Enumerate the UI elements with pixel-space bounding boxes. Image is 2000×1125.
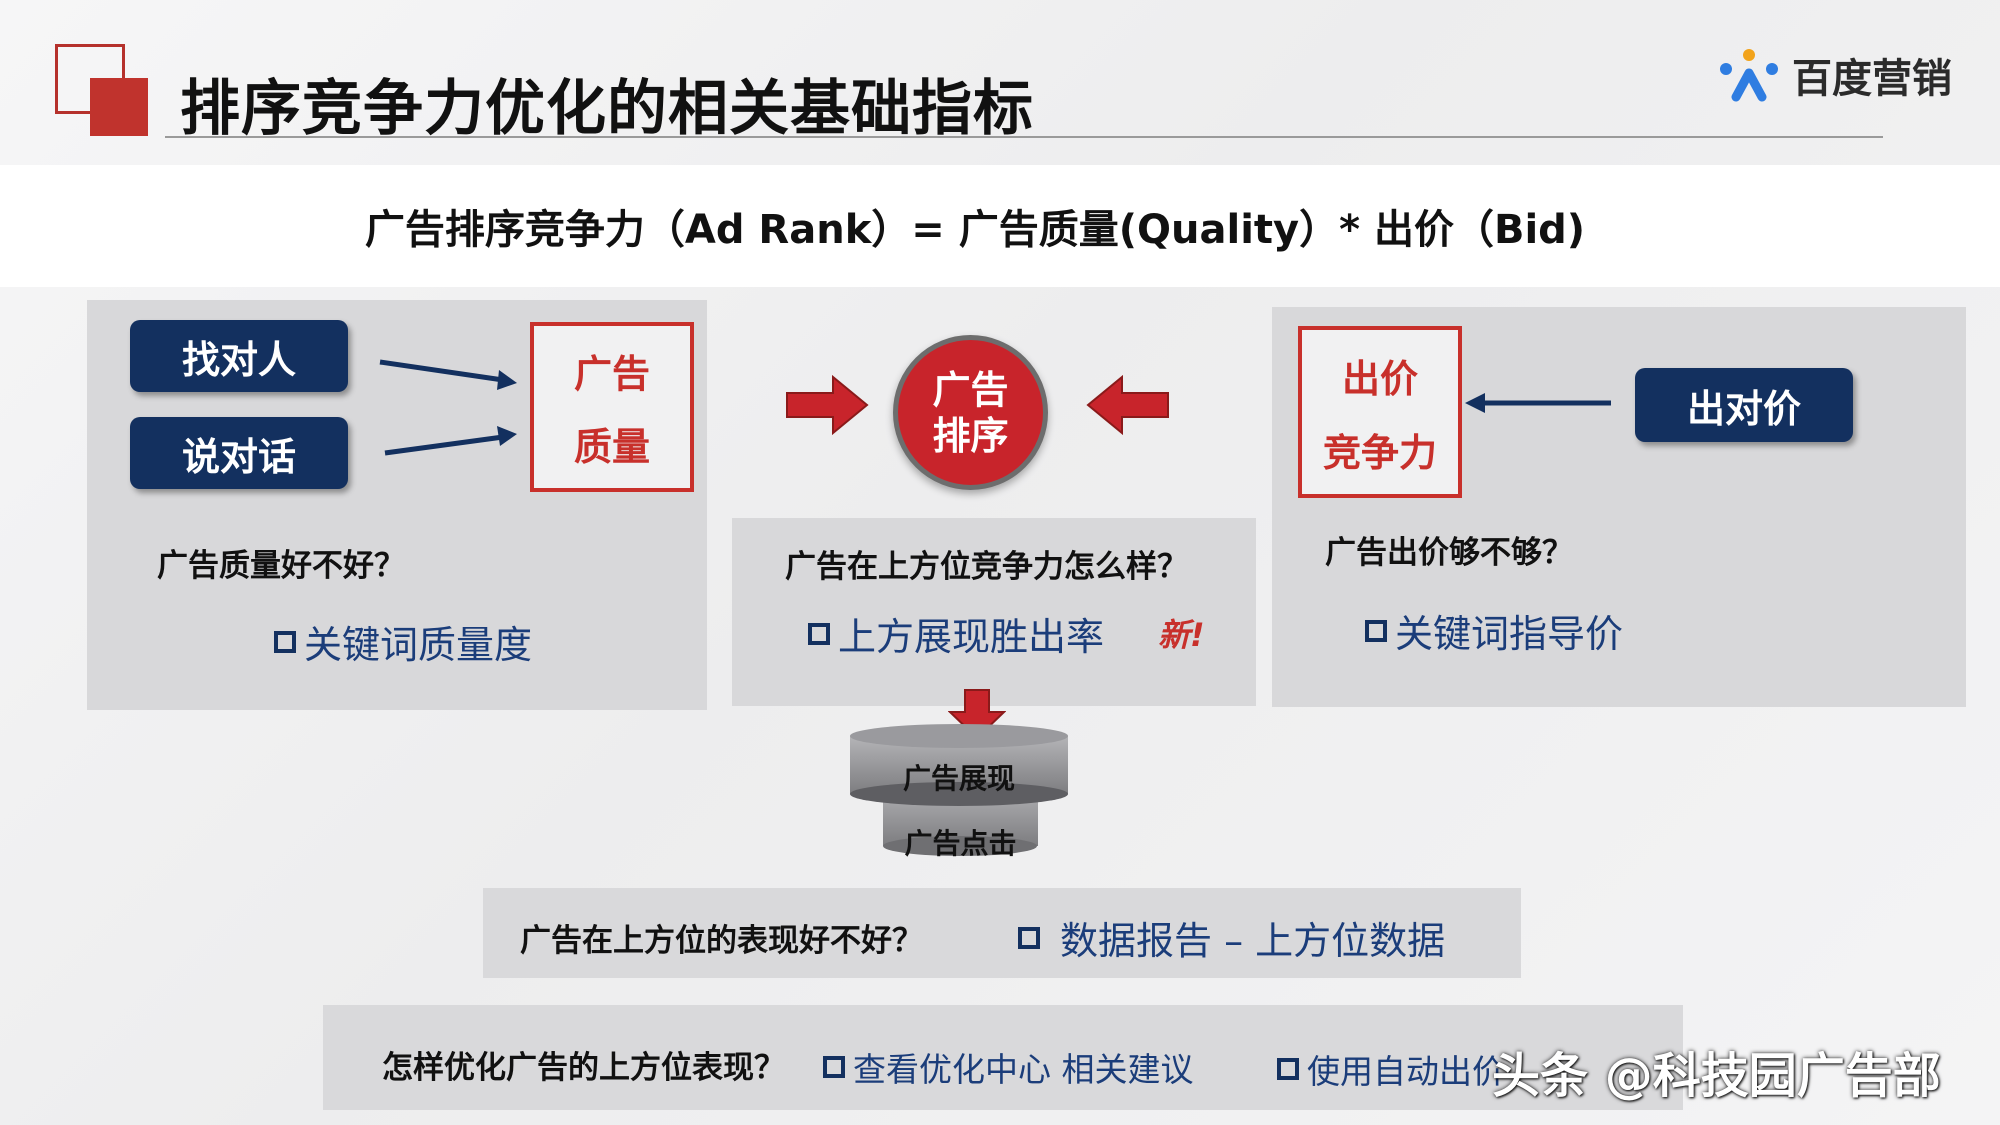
checkbox-icon xyxy=(823,1056,845,1078)
top-win-rate-item: 上方展现胜出率 xyxy=(808,606,1104,661)
keyword-guide-price-label: 关键词指导价 xyxy=(1395,612,1624,656)
brand-logo: 百度营销 xyxy=(1716,46,1952,104)
keyword-guide-price-item: 关键词指导价 xyxy=(1365,603,1623,658)
top-win-rate-label: 上方展现胜出率 xyxy=(838,615,1105,659)
performance-band xyxy=(483,888,1521,978)
baidu-marketing-icon xyxy=(1720,49,1778,102)
checkbox-icon xyxy=(1018,926,1040,949)
ad-rank-formula: 广告排序竞争力（Ad Rank）= 广告质量(Quality）* 出价（Bid) xyxy=(364,207,1586,253)
auto-bid-item: 使用自动出价 xyxy=(1277,1045,1505,1093)
checkbox-icon xyxy=(274,630,296,653)
ad-ranking-line2: 排序 xyxy=(932,413,1009,458)
bid-competitiveness-box: 出价 竞争力 xyxy=(1298,326,1462,498)
bid-competitiveness-line2: 竞争力 xyxy=(1322,430,1437,475)
auto-bid-label: 使用自动出价 xyxy=(1307,1052,1505,1091)
quality-question: 广告质量好不好？ xyxy=(157,548,405,584)
bid-competitiveness-line1: 出价 xyxy=(1341,356,1418,401)
ad-ranking-line1: 广告 xyxy=(932,367,1009,412)
new-badge: 新! xyxy=(1158,616,1205,654)
optimization-question: 怎样优化广告的上方位表现？ xyxy=(382,1050,785,1086)
competitiveness-question: 广告在上方位竞争力怎么样？ xyxy=(785,549,1188,585)
optimization-center-item: 查看优化中心 相关建议 xyxy=(823,1043,1194,1091)
right-arrow-red-icon xyxy=(786,375,869,435)
right-bid-button: 出对价 xyxy=(1635,368,1853,442)
performance-question: 广告在上方位的表现好不好？ xyxy=(520,923,923,959)
data-report-label: 数据报告 – 上方位数据 xyxy=(1060,919,1446,963)
checkbox-icon xyxy=(1365,619,1387,642)
checkbox-icon xyxy=(1277,1058,1299,1080)
arrows-to-quality xyxy=(379,359,517,456)
left-arrow-red-icon xyxy=(1086,375,1169,435)
funnel-impressions-label: 广告展现 xyxy=(902,762,1015,795)
brand-name: 百度营销 xyxy=(1792,56,1952,102)
title-divider xyxy=(165,136,1883,138)
find-right-people-button: 找对人 xyxy=(130,320,348,392)
formula-band: 广告排序竞争力（Ad Rank）= 广告质量(Quality）* 出价（Bid) xyxy=(0,165,2000,287)
competitiveness-panel xyxy=(732,518,1256,706)
say-right-words-button: 说对话 xyxy=(130,417,348,489)
keyword-quality-item: 关键词质量度 xyxy=(274,614,532,669)
bid-question: 广告出价够不够？ xyxy=(1325,535,1573,571)
data-report-item: 数据报告 – 上方位数据 xyxy=(1018,910,1445,965)
arrow-to-bid xyxy=(1465,393,1611,413)
ad-quality-box: 广告 质量 xyxy=(530,322,694,492)
ad-ranking-circle: 广告 排序 xyxy=(893,335,1048,490)
optimization-center-label: 查看优化中心 相关建议 xyxy=(853,1050,1194,1089)
page-title: 排序竞争力优化的相关基础指标 xyxy=(180,74,1034,144)
optimization-band xyxy=(323,1005,1683,1110)
ad-quality-line1: 广告 xyxy=(573,352,650,396)
funnel-graphic xyxy=(850,724,1068,856)
title-decor-filled-square xyxy=(90,78,148,136)
ad-quality-line2: 质量 xyxy=(573,425,650,469)
keyword-quality-label: 关键词质量度 xyxy=(304,623,533,667)
source-watermark: 头条 @科技园广告部 xyxy=(1492,1048,1941,1104)
funnel-clicks-label: 广告点击 xyxy=(904,827,1017,860)
checkbox-icon xyxy=(808,622,830,645)
